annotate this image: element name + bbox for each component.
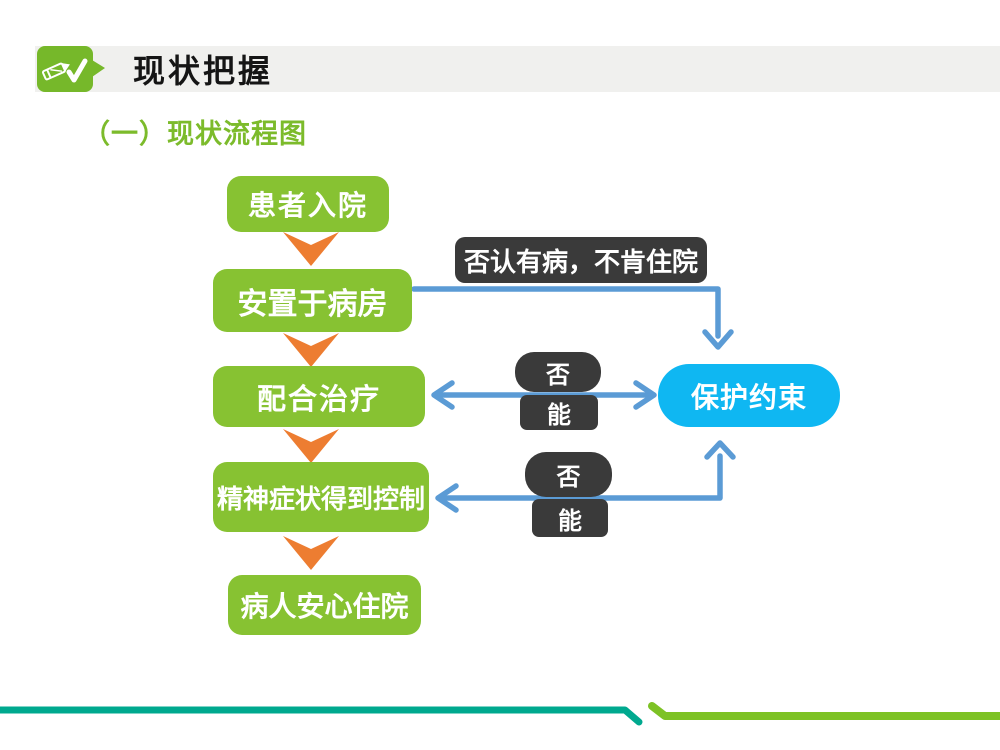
arrowhead-left-icon: [431, 380, 455, 410]
badge-tail-shape: [92, 60, 105, 77]
flow-step-patient-stays: 病人安心住院: [228, 575, 421, 635]
arrowhead-left-icon: [435, 483, 459, 513]
flow-step-symptoms-controlled: 精神症状得到控制: [213, 462, 429, 532]
arrowhead-up-icon: [704, 440, 736, 460]
arrowhead-down-icon: [702, 329, 734, 350]
flow-step-placed-in-ward: 安置于病房: [213, 269, 412, 332]
decision-can-badge: 能: [520, 395, 598, 430]
restraint-node: 保护约束: [658, 364, 840, 427]
arrowhead-right-icon: [633, 380, 657, 410]
blue-elbow-up-arrow-line: [439, 453, 723, 501]
footer-green-line: [648, 702, 1000, 720]
decision-no-badge: 否: [515, 352, 601, 392]
callout-deny-illness: 否认有病，不肯住院: [455, 237, 707, 283]
footer-teal-line: [0, 706, 643, 726]
decision-can-badge: 能: [532, 499, 608, 537]
decision-no-badge: 否: [525, 452, 612, 497]
flow-step-patient-admission: 患者入院: [227, 176, 389, 232]
blue-elbow-arrow-icon: [411, 286, 721, 339]
flow-step-cooperate-treatment: 配合治疗: [213, 366, 425, 427]
pencil-check-icon: [37, 46, 93, 92]
page-title: 现状把握: [133, 53, 274, 89]
pencil-check-icon-glyph: [41, 58, 88, 83]
chevron-down-arrow-icon: [283, 232, 339, 570]
section-subtitle: （一）现状流程图: [83, 119, 307, 149]
header-strip: [35, 46, 1000, 92]
